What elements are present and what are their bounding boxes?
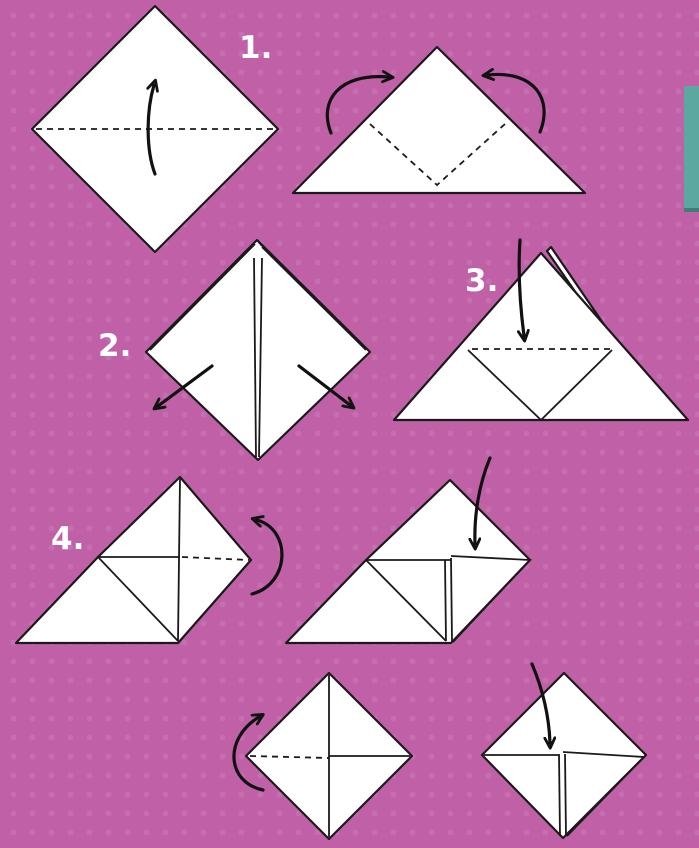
paper-square xyxy=(32,6,278,252)
paper-triangle xyxy=(293,47,585,193)
step-2-diagram xyxy=(146,240,370,460)
paper-triangle xyxy=(394,253,688,420)
paper-folded-square xyxy=(146,240,370,460)
step-1-triangle-diagram xyxy=(293,47,585,193)
vertical-crease-right xyxy=(451,558,452,641)
step-4-left-diagram xyxy=(16,477,282,643)
vertical-crease-right xyxy=(565,754,566,836)
step-3-diagram xyxy=(394,240,688,420)
step-5-right-diagram xyxy=(482,664,646,838)
step-1-square-diagram xyxy=(32,6,278,252)
step-5-left-diagram xyxy=(234,673,412,839)
paper-shape xyxy=(286,480,530,643)
paper-shape xyxy=(16,477,251,643)
vertical-crease-left xyxy=(559,755,560,836)
fold-behind-arrow-icon xyxy=(252,520,282,594)
vertical-crease-left xyxy=(445,560,446,641)
step-4-right-diagram xyxy=(286,458,530,643)
